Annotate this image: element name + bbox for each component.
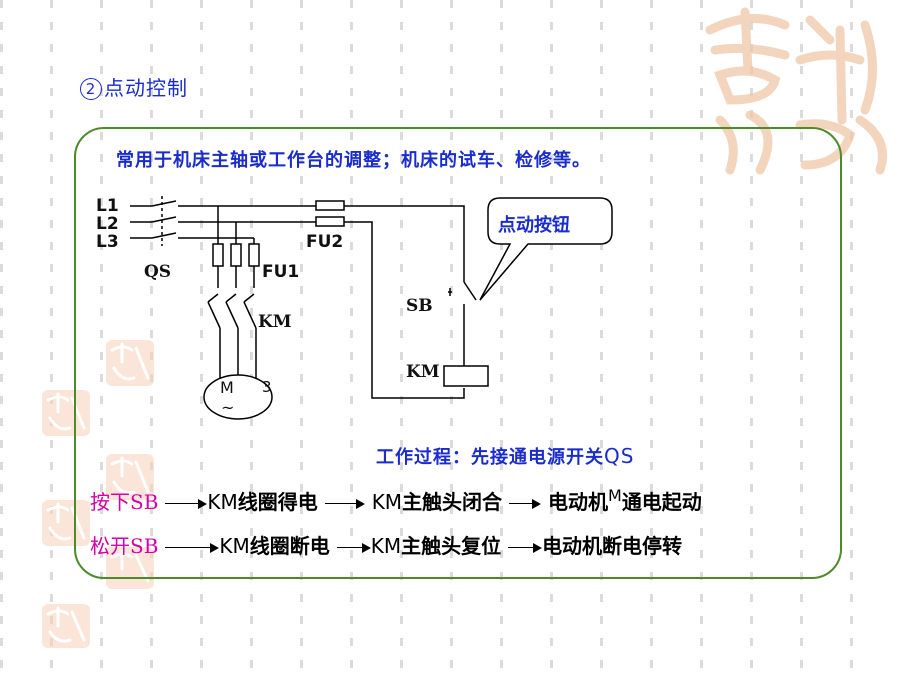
callout-text: 点动按钮	[498, 215, 570, 236]
fuse-fu1-1	[212, 243, 224, 267]
release-step2-km: KM	[370, 534, 402, 558]
arrow-icon	[336, 542, 371, 554]
seal-small-1	[106, 340, 154, 386]
contact-km-2	[225, 293, 237, 303]
label-motor: M	[220, 378, 234, 397]
coil-km	[443, 365, 489, 387]
wire-control-bottom	[344, 221, 465, 399]
press-step1: 线圈得电	[237, 490, 318, 514]
arrow-icon	[509, 498, 542, 510]
section-number-badge: 2	[80, 78, 102, 100]
switch-qs-l2	[151, 216, 177, 223]
label-qs: QS	[144, 262, 172, 282]
label-fu2: FU2	[306, 232, 344, 252]
fuse-fu2-bottom	[315, 216, 345, 227]
release-step1: 线圈断电	[249, 534, 330, 558]
callout-bubble	[479, 197, 613, 301]
release-step3: 电动机断电停转	[542, 534, 683, 558]
arrow-icon	[508, 542, 543, 554]
process-title: 工作过程：先接通电源开关QS	[376, 443, 634, 469]
seal-small-6	[42, 604, 90, 648]
label-l3: L3	[96, 232, 119, 252]
contact-km-3	[243, 293, 255, 303]
process-row-press: 按下SB KM线圈得电 KM主触头闭合 电动机M通电起动	[90, 486, 702, 515]
switch-qs-l3	[151, 232, 177, 239]
label-fu1: FU1	[262, 262, 300, 282]
press-step2: 主触头闭合	[402, 490, 503, 514]
label-sb: SB	[406, 296, 433, 316]
press-step3-end: 通电起动	[621, 490, 702, 514]
pushbutton-sb-contact	[463, 281, 477, 301]
contact-km-1	[207, 293, 219, 303]
fuse-fu1-2	[230, 243, 242, 267]
label-km-contacts: KM	[258, 312, 292, 332]
process-title-qs: QS	[604, 444, 635, 468]
press-step1-km: KM	[207, 490, 238, 514]
seal-small-4	[42, 500, 90, 546]
fuse-fu1-3	[248, 243, 260, 267]
seal-small-3	[106, 454, 154, 500]
process-title-text: 工作过程：先接通电源开关	[376, 447, 604, 468]
press-step2-km: KM	[371, 490, 403, 514]
arrow-icon	[324, 498, 365, 510]
press-action: 按下SB	[90, 490, 159, 514]
switch-qs-l1	[151, 200, 177, 207]
content-panel	[74, 127, 842, 579]
section-title-text: 点动控制	[104, 76, 188, 100]
label-motor-tilde: ~	[221, 398, 235, 417]
release-action: 松开SB	[90, 534, 159, 558]
motor-symbol	[203, 374, 273, 420]
fuse-fu2-top	[315, 200, 345, 211]
label-l2: L2	[96, 214, 119, 234]
release-step2: 主触头复位	[401, 534, 502, 558]
contact-km-blade-1	[207, 301, 221, 329]
usage-description: 常用于机床主轴或工作台的调整；机床的试车、检修等。	[116, 150, 591, 171]
press-step3-m: M	[608, 486, 622, 505]
process-row-release: 松开SB KM线圈断电 KM主触头复位 电动机断电停转	[90, 530, 682, 559]
press-step3: 电动机	[548, 490, 608, 514]
arrow-icon	[165, 498, 208, 510]
pushbutton-sb-actuator	[448, 288, 452, 296]
seal-large-top-right	[705, 7, 887, 175]
label-l1: L1	[96, 196, 119, 216]
contact-km-blade-2	[225, 301, 239, 329]
contact-km-blade-3	[243, 301, 257, 329]
label-motor-phase: 3	[262, 378, 272, 396]
label-km-coil: KM	[406, 362, 440, 382]
release-step1-km: KM	[219, 534, 250, 558]
wire-control-top	[344, 205, 465, 282]
arrow-icon	[165, 542, 220, 554]
